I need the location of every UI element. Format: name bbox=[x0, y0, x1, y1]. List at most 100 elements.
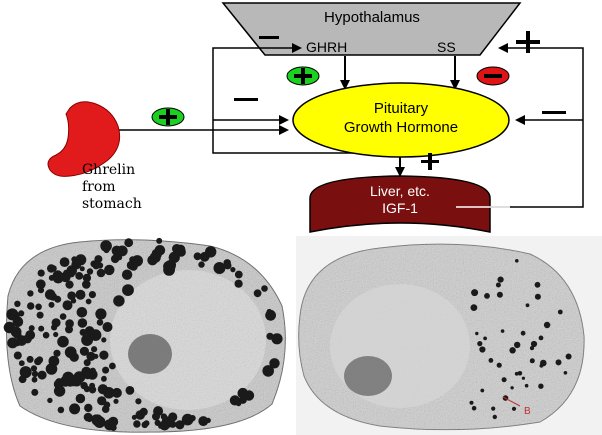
plus-sign-liver bbox=[421, 153, 439, 170]
granule bbox=[121, 269, 133, 280]
granule bbox=[205, 417, 211, 424]
granules-right bbox=[469, 259, 572, 420]
granule bbox=[169, 420, 177, 428]
granule bbox=[59, 313, 67, 320]
granule bbox=[265, 309, 276, 321]
granule bbox=[269, 358, 280, 369]
granule bbox=[59, 257, 70, 267]
granule bbox=[116, 254, 123, 261]
pituitary-line1: Pituitary bbox=[374, 100, 429, 117]
granule bbox=[517, 371, 523, 376]
granule bbox=[53, 331, 59, 338]
granule bbox=[79, 266, 85, 272]
granule bbox=[14, 300, 21, 307]
granule bbox=[13, 351, 22, 360]
granule bbox=[470, 304, 478, 311]
granule bbox=[477, 341, 483, 347]
liver-line2: IGF-1 bbox=[382, 200, 418, 216]
granule bbox=[96, 268, 106, 278]
granule bbox=[82, 280, 91, 289]
granule bbox=[84, 403, 93, 413]
granule bbox=[19, 366, 32, 379]
granule bbox=[78, 320, 85, 327]
micrograph-right: B bbox=[296, 236, 602, 435]
granule bbox=[223, 259, 231, 267]
granule bbox=[103, 246, 110, 254]
granule bbox=[534, 293, 541, 300]
granule bbox=[76, 307, 88, 318]
granule bbox=[71, 259, 82, 270]
minus-sign-right-pituitary bbox=[542, 111, 566, 114]
granule bbox=[557, 309, 563, 315]
granule bbox=[89, 382, 96, 389]
granule bbox=[500, 329, 505, 333]
granule bbox=[538, 383, 544, 389]
granule bbox=[234, 279, 243, 288]
granule bbox=[540, 359, 547, 367]
granule bbox=[79, 328, 87, 336]
granule bbox=[86, 268, 94, 275]
granule bbox=[198, 261, 205, 268]
granule bbox=[492, 414, 497, 420]
granule bbox=[53, 349, 61, 357]
granule bbox=[266, 332, 274, 340]
granule bbox=[54, 295, 62, 303]
granule bbox=[491, 406, 496, 411]
granule bbox=[213, 262, 226, 274]
granule bbox=[18, 375, 27, 384]
granule bbox=[230, 267, 236, 273]
granule bbox=[102, 322, 113, 332]
granule bbox=[475, 331, 479, 336]
granule bbox=[515, 259, 519, 263]
granule bbox=[31, 370, 39, 378]
granule bbox=[565, 353, 572, 360]
granule bbox=[96, 319, 104, 326]
granule bbox=[520, 330, 526, 336]
granule bbox=[497, 276, 504, 283]
granule bbox=[125, 386, 135, 395]
granule bbox=[48, 301, 55, 308]
granule bbox=[104, 264, 115, 276]
granule bbox=[488, 358, 494, 363]
granule bbox=[514, 341, 521, 349]
granule bbox=[198, 416, 209, 427]
granule bbox=[171, 262, 177, 267]
granule bbox=[81, 334, 93, 346]
granule bbox=[27, 302, 35, 310]
hormone-regulation-diagram: Hypothalamus GHRH SS Pituitary Growth Ho… bbox=[47, 2, 584, 233]
granule bbox=[496, 291, 503, 298]
granule bbox=[75, 393, 86, 404]
granule bbox=[131, 255, 143, 267]
granule bbox=[525, 303, 530, 308]
granule bbox=[93, 353, 99, 359]
granule bbox=[97, 396, 107, 406]
plus-sign-right-hypothalamus bbox=[516, 31, 540, 53]
right-feedback-line bbox=[455, 43, 584, 208]
ss-label: SS bbox=[437, 39, 456, 55]
granule bbox=[135, 410, 145, 420]
granule bbox=[199, 251, 210, 262]
granule bbox=[471, 289, 479, 297]
granule bbox=[524, 383, 529, 388]
granule bbox=[124, 238, 134, 248]
granules-left bbox=[3, 237, 283, 431]
granule bbox=[563, 371, 568, 375]
granule bbox=[35, 303, 42, 311]
granule bbox=[75, 289, 86, 300]
granule bbox=[37, 370, 47, 380]
granule bbox=[31, 376, 38, 383]
granule bbox=[543, 321, 551, 329]
granule bbox=[36, 279, 46, 289]
electron-micrographs: B bbox=[3, 236, 602, 435]
granule bbox=[484, 293, 490, 299]
granule bbox=[116, 245, 128, 257]
granule bbox=[262, 365, 275, 377]
granule bbox=[271, 333, 283, 345]
granule bbox=[89, 329, 102, 341]
granule bbox=[62, 300, 73, 311]
granule bbox=[52, 270, 63, 281]
granule bbox=[99, 350, 109, 360]
granule bbox=[83, 385, 91, 393]
granule bbox=[133, 420, 141, 428]
granule bbox=[529, 358, 535, 364]
